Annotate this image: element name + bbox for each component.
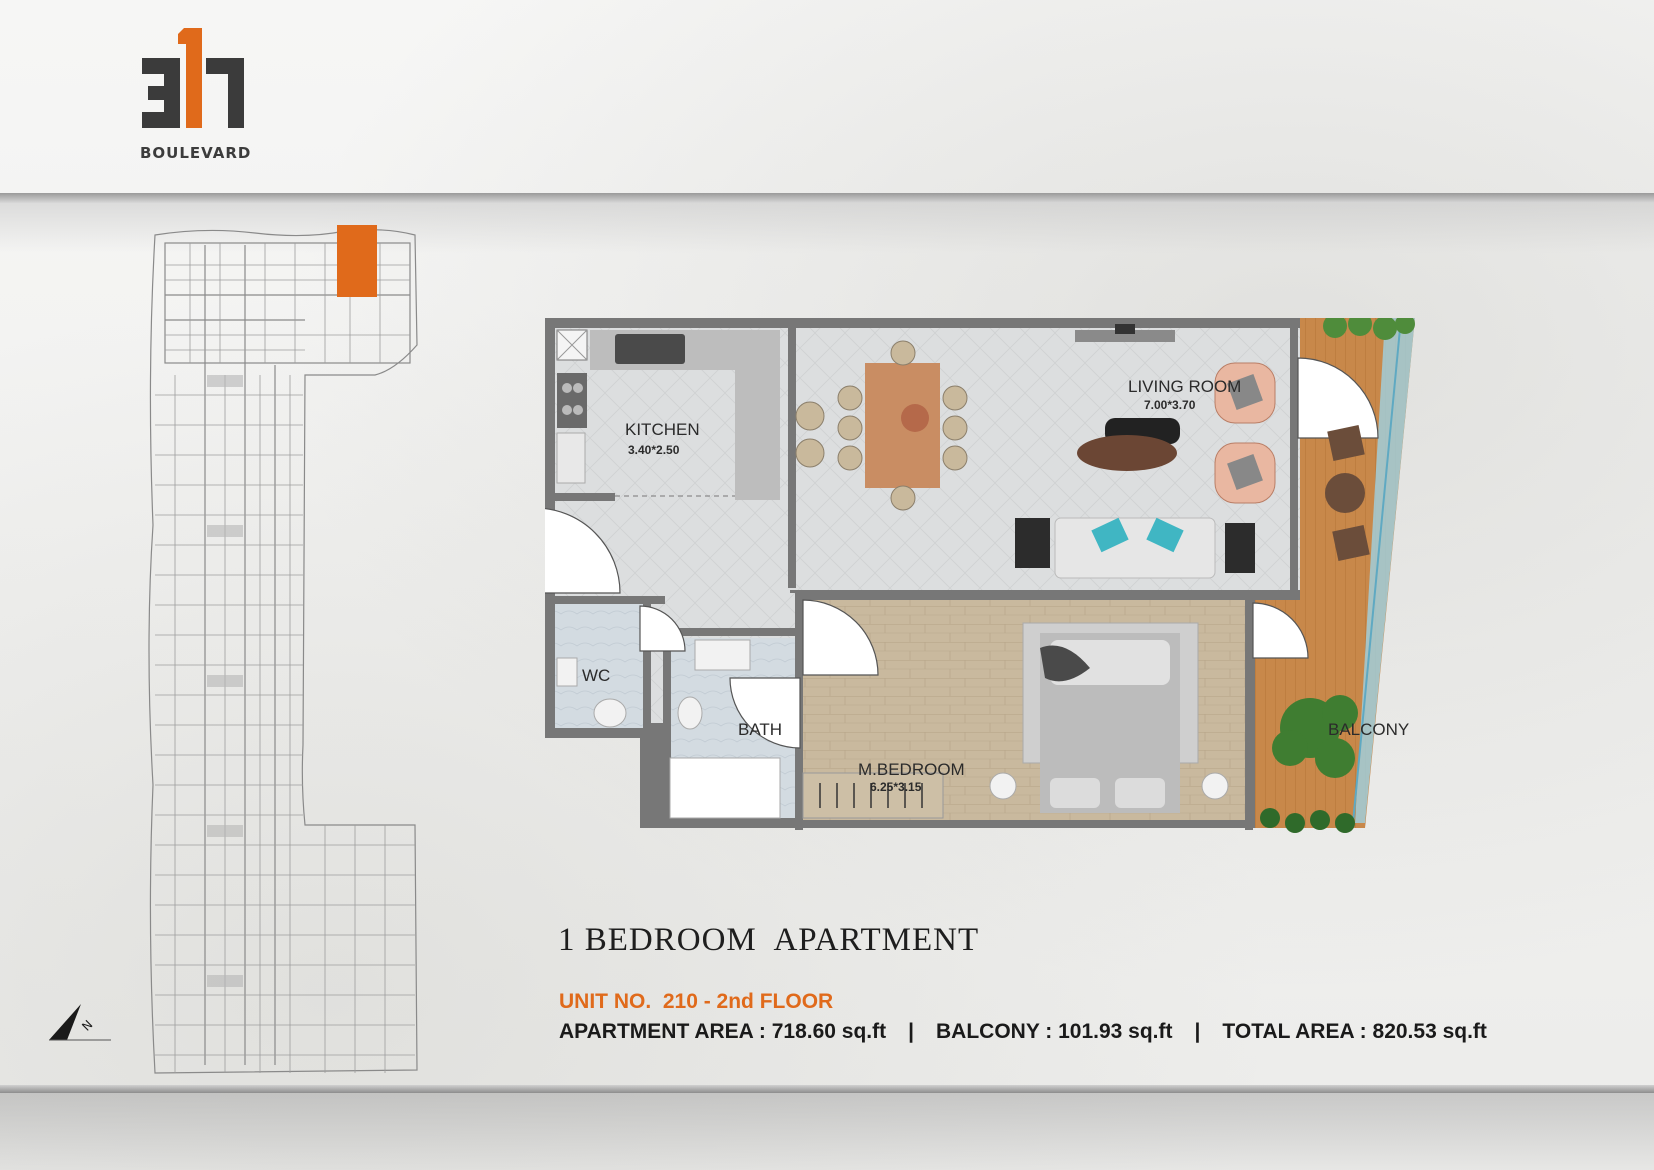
bedroom-dimensions: 6.25*3.15 [870, 780, 922, 794]
kitchen-label: KITCHEN [625, 420, 700, 439]
balcony-label: BALCONY [1328, 720, 1410, 739]
bottom-shade [0, 1093, 1654, 1170]
kitchen-dimensions: 3.40*2.50 [628, 443, 680, 457]
unit-number: UNIT NO. 210 - 2nd FLOOR [559, 990, 834, 1013]
separator: | [908, 1020, 914, 1043]
balcony-area: BALCONY : 101.93 sq.ft [936, 1020, 1173, 1043]
top-divider-band [0, 193, 1654, 203]
total-area: TOTAL AREA : 820.53 sq.ft [1222, 1020, 1487, 1043]
separator: | [1194, 1020, 1201, 1043]
living-room-label: LIVING ROOM [1128, 377, 1242, 396]
bedroom-label: M.BEDROOM [858, 760, 965, 779]
area-summary: APARTMENT AREA : 718.60 sq.ft | BALCONY … [559, 1020, 1487, 1044]
top-divider-shade [0, 203, 1654, 253]
bath-label: BATH [738, 720, 783, 739]
apartment-area: APARTMENT AREA : 718.60 sq.ft [559, 1020, 887, 1043]
bottom-divider-band [0, 1085, 1654, 1093]
apartment-title: 1 BEDROOM APARTMENT [558, 922, 980, 958]
north-label: N [79, 1018, 95, 1034]
brand-logo [142, 28, 244, 128]
key-plan [148, 225, 418, 1074]
north-arrow-icon: N [49, 1004, 111, 1041]
living-room-dimensions: 7.00*3.70 [1144, 398, 1196, 412]
floor-plan: KITCHEN 3.40*2.50 LIVING ROOM 7.00*3.70 … [545, 318, 1500, 878]
brand-wordmark: BOULEVARD [140, 144, 252, 162]
wc-label: WC [582, 666, 611, 685]
